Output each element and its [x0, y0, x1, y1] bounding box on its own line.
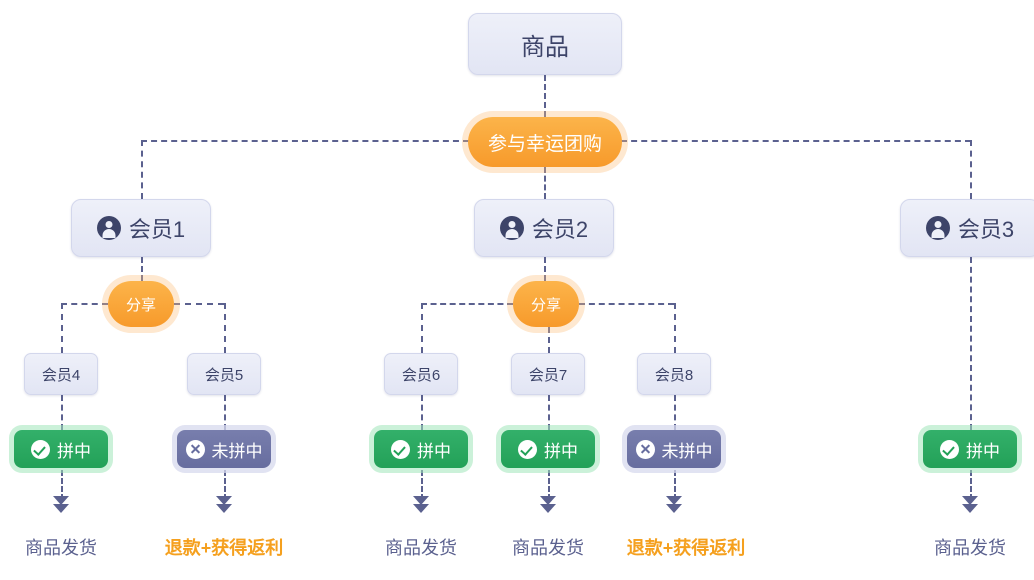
arrowhead-3: [413, 496, 429, 516]
node-member-3[interactable]: 会员3: [900, 199, 1034, 257]
connector-share2-bus-right: [579, 303, 674, 305]
connector-status6-to-outcome: [970, 470, 972, 500]
person-icon: [96, 216, 121, 240]
check-circle-icon: [31, 439, 50, 459]
connector-member5-to-status: [224, 395, 226, 430]
node-member-3-label: 会员3: [957, 217, 1015, 242]
connector-status1-to-outcome: [61, 470, 63, 500]
connector-member6-to-status: [421, 395, 423, 430]
connector-member7-to-status: [548, 395, 550, 430]
node-member-6-label: 会员6: [401, 366, 441, 384]
node-share-1[interactable]: 分享: [108, 281, 174, 327]
status-badge-2[interactable]: 未拼中: [177, 430, 271, 468]
check-circle-icon: [940, 439, 959, 459]
close-circle-icon: [185, 439, 205, 459]
status-badge-4[interactable]: 拼中: [501, 430, 595, 468]
status-badge-3-label: 拼中: [417, 441, 451, 461]
connector-share1-to-member4: [61, 303, 63, 353]
status-badge-6-label: 拼中: [966, 441, 1000, 461]
connector-share2-bus-left: [421, 303, 513, 305]
connector-bus-left: [141, 140, 469, 142]
connector-member2-to-share2: [544, 257, 546, 281]
node-member-8[interactable]: 会员8: [637, 353, 711, 395]
arrowhead-4: [540, 496, 556, 516]
node-member-4[interactable]: 会员4: [24, 353, 98, 395]
node-member-2-label: 会员2: [531, 217, 589, 242]
node-share-1-label: 分享: [125, 296, 156, 314]
outcome-label-1: 商品发货: [25, 538, 97, 558]
node-product-label: 商品: [521, 33, 569, 61]
node-product[interactable]: 商品: [468, 13, 622, 75]
node-join-label: 参与幸运团购: [487, 133, 602, 155]
status-badge-2-label: 未拼中: [211, 441, 263, 461]
connector-bus-to-member3: [970, 140, 972, 199]
node-member-1[interactable]: 会员1: [71, 199, 211, 257]
check-circle-icon: [518, 439, 537, 459]
node-member-5-label: 会员5: [204, 366, 244, 384]
connector-share1-bus-left: [61, 303, 108, 305]
arrowhead-1: [53, 496, 69, 516]
connector-action-to-member2: [544, 167, 546, 199]
outcome-label-4: 商品发货: [512, 538, 584, 558]
node-share-2-label: 分享: [530, 296, 561, 314]
person-icon: [499, 216, 524, 240]
status-badge-1[interactable]: 拼中: [14, 430, 108, 468]
outcome-label-3: 商品发货: [385, 538, 457, 558]
status-badge-5[interactable]: 未拼中: [627, 430, 721, 468]
connector-member3-to-status: [970, 257, 972, 430]
connector-share2-to-member7: [548, 327, 550, 353]
connector-status3-to-outcome: [421, 470, 423, 500]
node-share-2[interactable]: 分享: [513, 281, 579, 327]
node-member-7[interactable]: 会员7: [511, 353, 585, 395]
connector-share2-to-member8: [674, 303, 676, 353]
node-member-2[interactable]: 会员2: [474, 199, 614, 257]
connector-share1-to-member5: [224, 303, 226, 353]
connector-product-to-action: [544, 75, 546, 117]
status-badge-3[interactable]: 拼中: [374, 430, 468, 468]
check-circle-icon: [391, 439, 410, 459]
node-member-7-label: 会员7: [528, 366, 568, 384]
arrowhead-6: [962, 496, 978, 516]
connector-share2-to-member6: [421, 303, 423, 353]
status-badge-4-label: 拼中: [544, 441, 578, 461]
connector-member1-to-share1: [141, 257, 143, 281]
outcome-label-5: 退款+获得返利: [626, 538, 746, 558]
node-member-6[interactable]: 会员6: [384, 353, 458, 395]
connector-bus-right: [621, 140, 971, 142]
connector-share1-bus-right: [174, 303, 224, 305]
outcome-label-2: 退款+获得返利: [164, 538, 284, 558]
node-member-4-label: 会员4: [41, 366, 81, 384]
status-badge-1-label: 拼中: [57, 441, 91, 461]
arrowhead-2: [216, 496, 232, 516]
arrowhead-5: [666, 496, 682, 516]
connector-status5-to-outcome: [674, 470, 676, 500]
status-badge-5-label: 未拼中: [661, 441, 713, 461]
connector-bus-to-member1: [141, 140, 143, 199]
node-member-5[interactable]: 会员5: [187, 353, 261, 395]
connector-status4-to-outcome: [548, 470, 550, 500]
node-member-8-label: 会员8: [654, 366, 694, 384]
node-join-lucky-group-buy[interactable]: 参与幸运团购: [468, 117, 622, 167]
connector-status2-to-outcome: [224, 470, 226, 500]
connector-member4-to-status: [61, 395, 63, 430]
status-badge-6[interactable]: 拼中: [923, 430, 1017, 468]
close-circle-icon: [635, 439, 655, 459]
connector-member8-to-status: [674, 395, 676, 430]
outcome-label-6: 商品发货: [934, 538, 1006, 558]
node-member-1-label: 会员1: [128, 217, 186, 242]
person-icon: [925, 216, 950, 240]
